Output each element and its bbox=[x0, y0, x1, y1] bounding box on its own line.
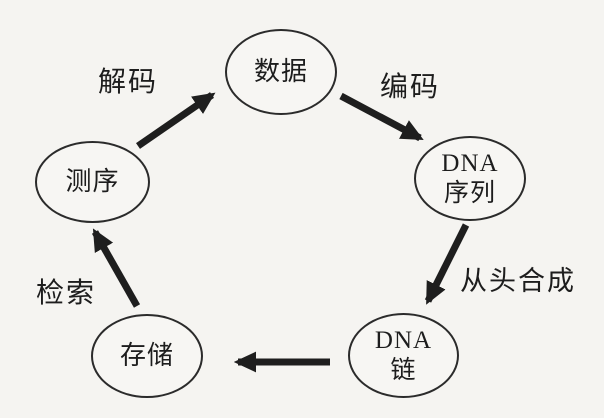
node-dna-strand: DNA 链 bbox=[348, 313, 459, 398]
edge-label-synthesis: 从头合成 bbox=[460, 266, 576, 296]
arrow-synthesis bbox=[424, 223, 470, 305]
edge-label-decode: 解码 bbox=[97, 67, 158, 98]
node-dna-sequence: DNA 序列 bbox=[414, 136, 526, 221]
node-data: 数据 bbox=[225, 29, 337, 115]
node-storage: 存储 bbox=[91, 314, 203, 398]
node-sequencing: 测序 bbox=[35, 141, 150, 223]
arrow-decode bbox=[136, 92, 216, 149]
edge-label-encode: 编码 bbox=[379, 72, 440, 103]
arrow-encode bbox=[339, 92, 424, 142]
edge-label-retrieve: 检索 bbox=[35, 278, 96, 309]
arrow-retrieve bbox=[91, 228, 141, 308]
